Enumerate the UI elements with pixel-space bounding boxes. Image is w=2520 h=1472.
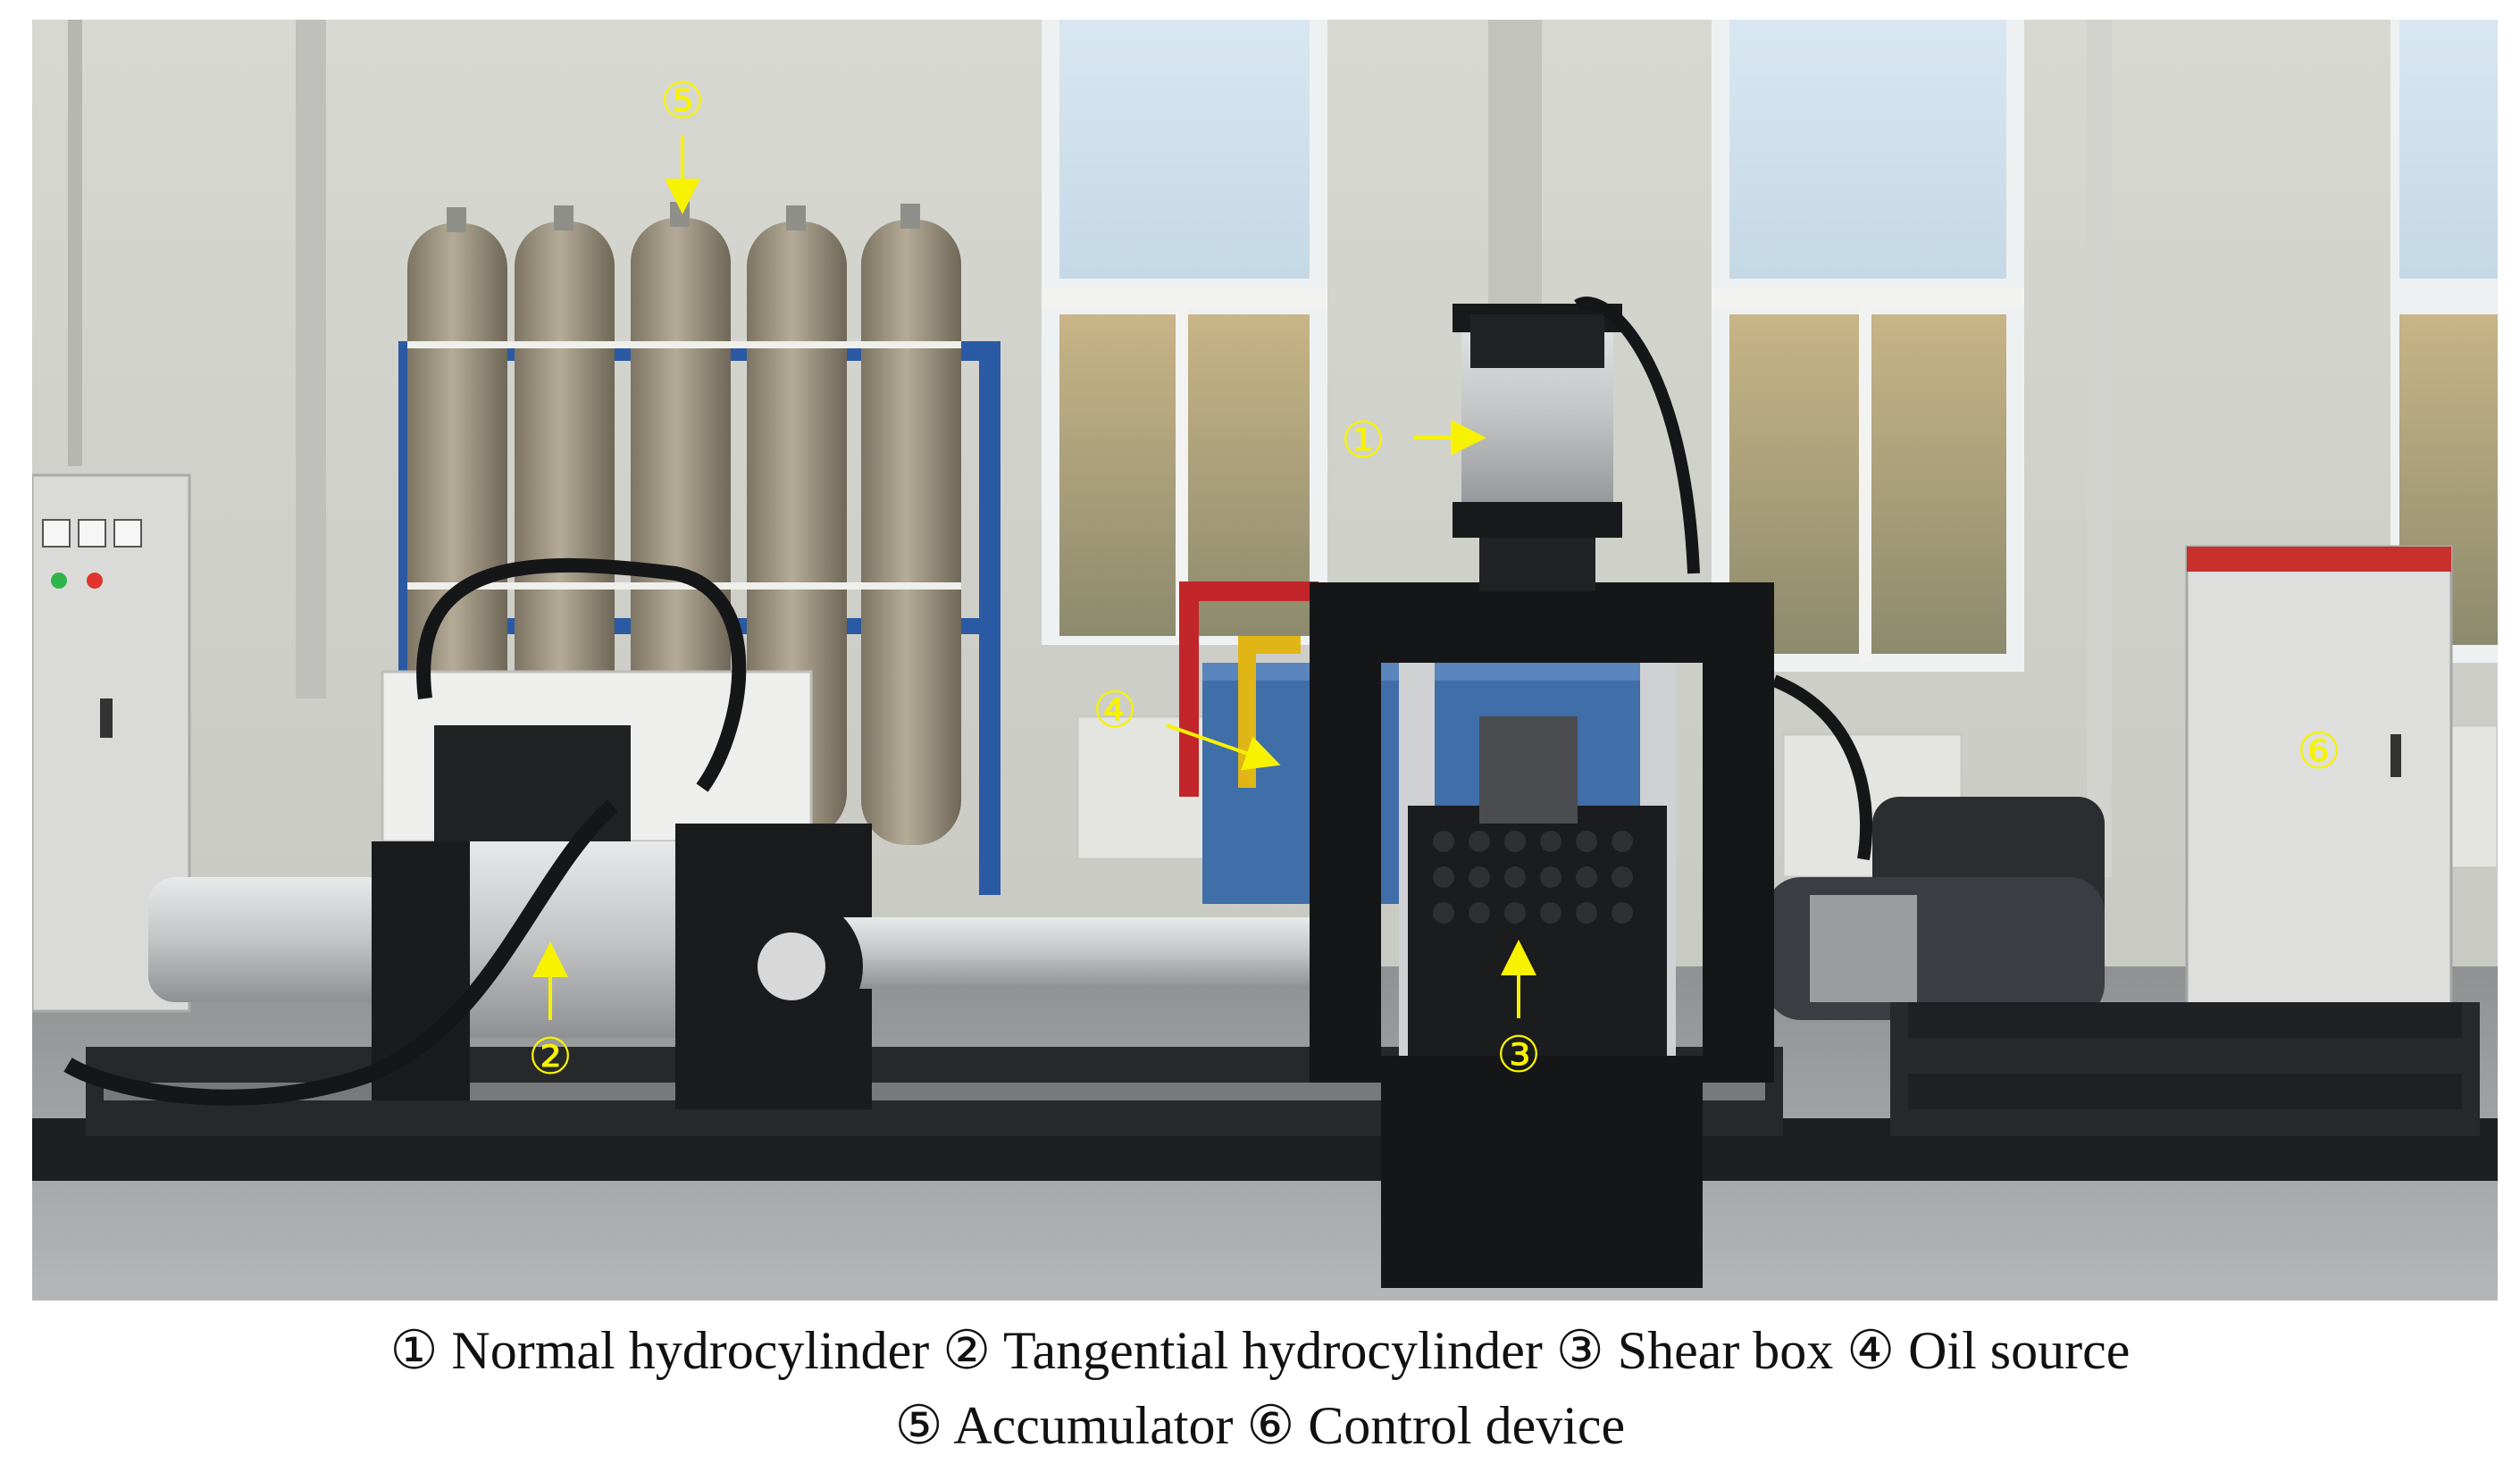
pipe xyxy=(68,20,82,466)
hose xyxy=(63,799,618,1106)
callout-4: ④ xyxy=(1093,682,1137,740)
pipe xyxy=(2087,20,2112,877)
callout-3: ③ xyxy=(1496,1026,1541,1084)
callout-1: ① xyxy=(1341,412,1386,470)
tangential-hydrocylinder xyxy=(148,725,1381,1109)
hose xyxy=(1574,297,1700,574)
control-cabinet xyxy=(2185,545,2453,1013)
callout-5: ⑤ xyxy=(660,72,705,130)
callout-2: ② xyxy=(528,1028,573,1086)
normal-hydrocylinder xyxy=(1453,304,1622,591)
figure-caption: ① Normal hydrocylinder ② Tangential hydr… xyxy=(0,1313,2520,1463)
motor xyxy=(1765,797,2105,1020)
window-left xyxy=(1042,20,1327,645)
floor-rail xyxy=(1908,1002,2462,1109)
hose xyxy=(416,557,747,792)
caption-line-1: ① Normal hydrocylinder ② Tangential hydr… xyxy=(389,1321,2131,1380)
lab-photo: ① ② ③ ④ ⑤ ⑥ xyxy=(32,20,2498,1301)
hose xyxy=(1771,674,1873,861)
shear-box-grid xyxy=(1433,831,1633,924)
shear-box-frame xyxy=(1310,582,1774,1288)
pipe xyxy=(296,20,326,698)
caption-line-2: ⑤ Accumulator ⑥ Control device xyxy=(894,1396,1626,1455)
window-center xyxy=(1712,20,2024,672)
callout-arrow-4 xyxy=(1166,723,1281,771)
callout-6: ⑥ xyxy=(2297,723,2341,781)
